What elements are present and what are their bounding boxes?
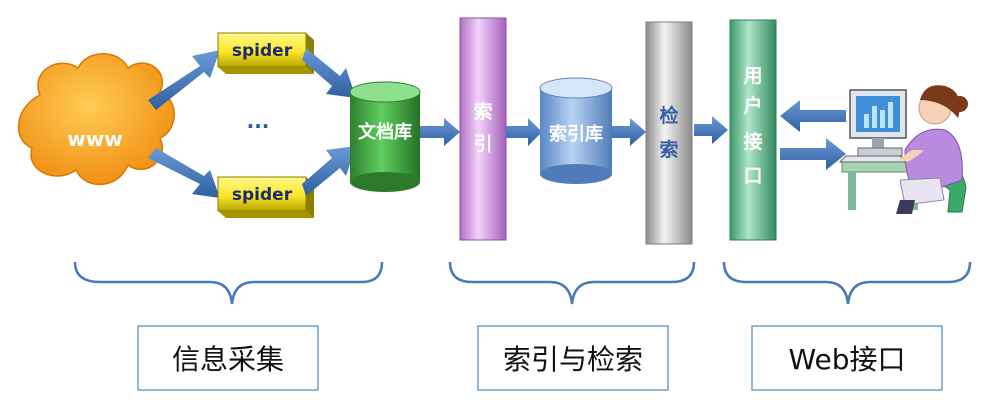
interface-char-1: 用 — [743, 65, 762, 87]
stage-index-search-box: 索引与检索 — [477, 325, 669, 391]
arrow-doc-store-to-index — [420, 118, 460, 146]
www-label: www — [67, 127, 122, 151]
search-column: 检 索 — [645, 21, 693, 245]
stage-web-interface-label: Web接口 — [788, 343, 905, 376]
interface-char-4: 口 — [743, 165, 762, 187]
ellipsis-label: ... — [247, 109, 270, 133]
spider-top-box: spider — [217, 32, 314, 74]
arrow-cloud-to-spider-bottom — [148, 148, 220, 198]
brace-web-interface — [722, 261, 972, 305]
user-computer-icon — [838, 85, 968, 214]
index-char-1: 索 — [473, 100, 492, 123]
brace-index-search — [448, 261, 696, 305]
search-char-2: 索 — [659, 138, 678, 161]
arrow-interface-to-user — [780, 138, 846, 170]
stage-collection-box: 信息采集 — [137, 325, 319, 391]
arrow-index-store-to-search — [612, 118, 646, 146]
doc-store-cylinder: 文档库 — [349, 81, 421, 192]
doc-store-label: 文档库 — [358, 121, 412, 143]
arrow-spider-bottom-to-doc-store — [302, 146, 356, 196]
stage-collection-label: 信息采集 — [172, 343, 284, 376]
search-char-1: 检 — [659, 104, 678, 127]
brace-collection — [73, 261, 384, 305]
arrow-index-to-index-store — [506, 118, 542, 146]
interface-char-3: 接 — [743, 131, 762, 153]
spider-bottom-box: spider — [217, 176, 314, 218]
spider-bottom-label: spider — [232, 185, 293, 205]
arrow-search-to-interface — [694, 116, 728, 144]
spider-top-label: spider — [232, 41, 293, 61]
arrow-spider-top-to-doc-store — [302, 48, 356, 98]
arrow-user-to-interface — [780, 100, 846, 132]
index-store-cylinder: 索引库 — [539, 77, 613, 184]
user-interface-column: 用 户 接 口 — [729, 19, 777, 241]
index-store-label: 索引库 — [549, 123, 603, 145]
cloud-icon: www — [17, 53, 175, 186]
stage-index-search-label: 索引与检索 — [503, 343, 643, 376]
arrow-cloud-to-spider-top — [148, 50, 220, 110]
index-char-2: 引 — [473, 133, 492, 155]
index-column: 索 引 — [459, 17, 507, 241]
stage-web-interface-box: Web接口 — [751, 325, 943, 391]
interface-char-2: 户 — [743, 94, 762, 117]
